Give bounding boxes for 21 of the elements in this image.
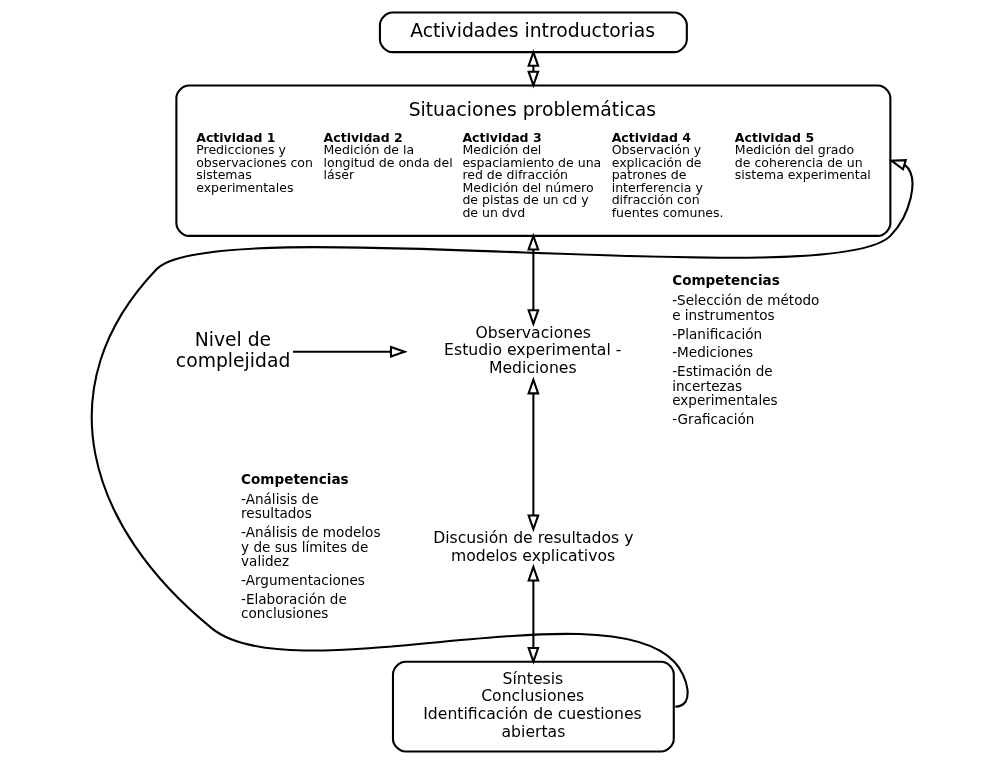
label: -Análisis de resultados: [241, 490, 319, 522]
label: Competencias: [672, 272, 780, 289]
label: -Planificación: [672, 325, 763, 342]
node-text: Observaciones Estudio experimental - Mediciones: [444, 322, 622, 378]
label: -Mediciones: [672, 344, 754, 361]
node-box: Situaciones problemáticas Actividad 1 Predicciones y observaciones con sistemas experimentales Actividad 2 Medición de la longitud de onda del láser Actividad 3 Medición del espaciamiento de una red de difracción Medición del número de pistas de un cd y de un dvd Actividad 4 Observación y explicación de patrones de interferencia y difracción con fuentes comunes. Actividad 5 Medición del grado de coherencia de un sistema experimental: [175, 84, 892, 237]
node-text: Nivel de complejidad: [175, 328, 291, 371]
node-text: Discusión de resultados y modelos explicativos: [433, 527, 634, 565]
label: -Elaboración de conclusiones: [241, 590, 347, 622]
node-box: Síntesis Conclusiones Identificación de cuestiones abiertas: [391, 660, 675, 753]
label: -Análisis de modelos y de sus límites de validez: [241, 523, 381, 570]
label: -Selección de método e instrumentos: [672, 292, 820, 323]
arrow: [527, 563, 540, 665]
arrow: [527, 49, 540, 89]
arrow: [527, 232, 540, 328]
label: -Graficación: [672, 411, 755, 428]
label: -Argumentaciones: [241, 571, 365, 588]
node-box: Actividades introductorias: [378, 11, 688, 54]
label: Competencias: [241, 470, 349, 487]
arrow: [527, 376, 540, 533]
label: -Estimación de incertezas experimentales: [672, 363, 778, 409]
